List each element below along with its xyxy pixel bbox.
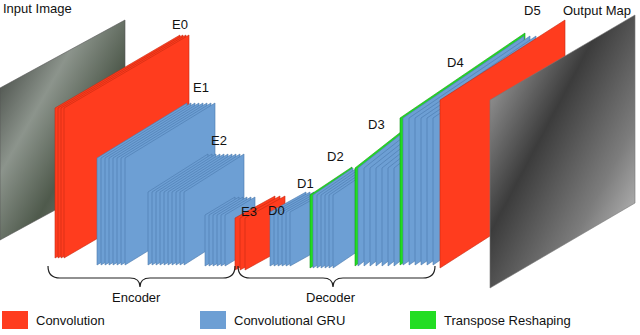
layer-name: D5: [524, 3, 541, 18]
legend-item: Transpose Reshaping: [410, 311, 571, 329]
layer-name: E0: [172, 17, 188, 32]
layer-name: D4: [447, 55, 464, 70]
legend-text: Transpose Reshaping: [444, 313, 571, 328]
image-title: Output Map: [563, 3, 631, 18]
layer-name: D2: [327, 149, 344, 164]
layer-name: E1: [193, 80, 209, 95]
legend-swatch: [200, 311, 226, 329]
layer-name: E3: [241, 204, 257, 219]
layer-name: D0: [268, 203, 285, 218]
legend-text: Convolution: [36, 313, 105, 328]
decoder-brace: [238, 266, 435, 287]
layer-name: E2: [211, 133, 227, 148]
legend-swatch: [410, 311, 436, 329]
legend-item: Convolution: [2, 311, 105, 329]
encoder-brace: [48, 266, 235, 287]
layer-name: D1: [297, 176, 314, 191]
section-label: Decoder: [306, 290, 355, 305]
layer-name: D3: [368, 117, 385, 132]
section-label: Encoder: [112, 290, 160, 305]
legend-text: Convolutional GRU: [234, 313, 345, 328]
image-title: Input Image: [3, 1, 72, 16]
output-map: [490, 15, 635, 288]
legend-swatch: [2, 311, 28, 329]
legend-item: Convolutional GRU: [200, 311, 345, 329]
